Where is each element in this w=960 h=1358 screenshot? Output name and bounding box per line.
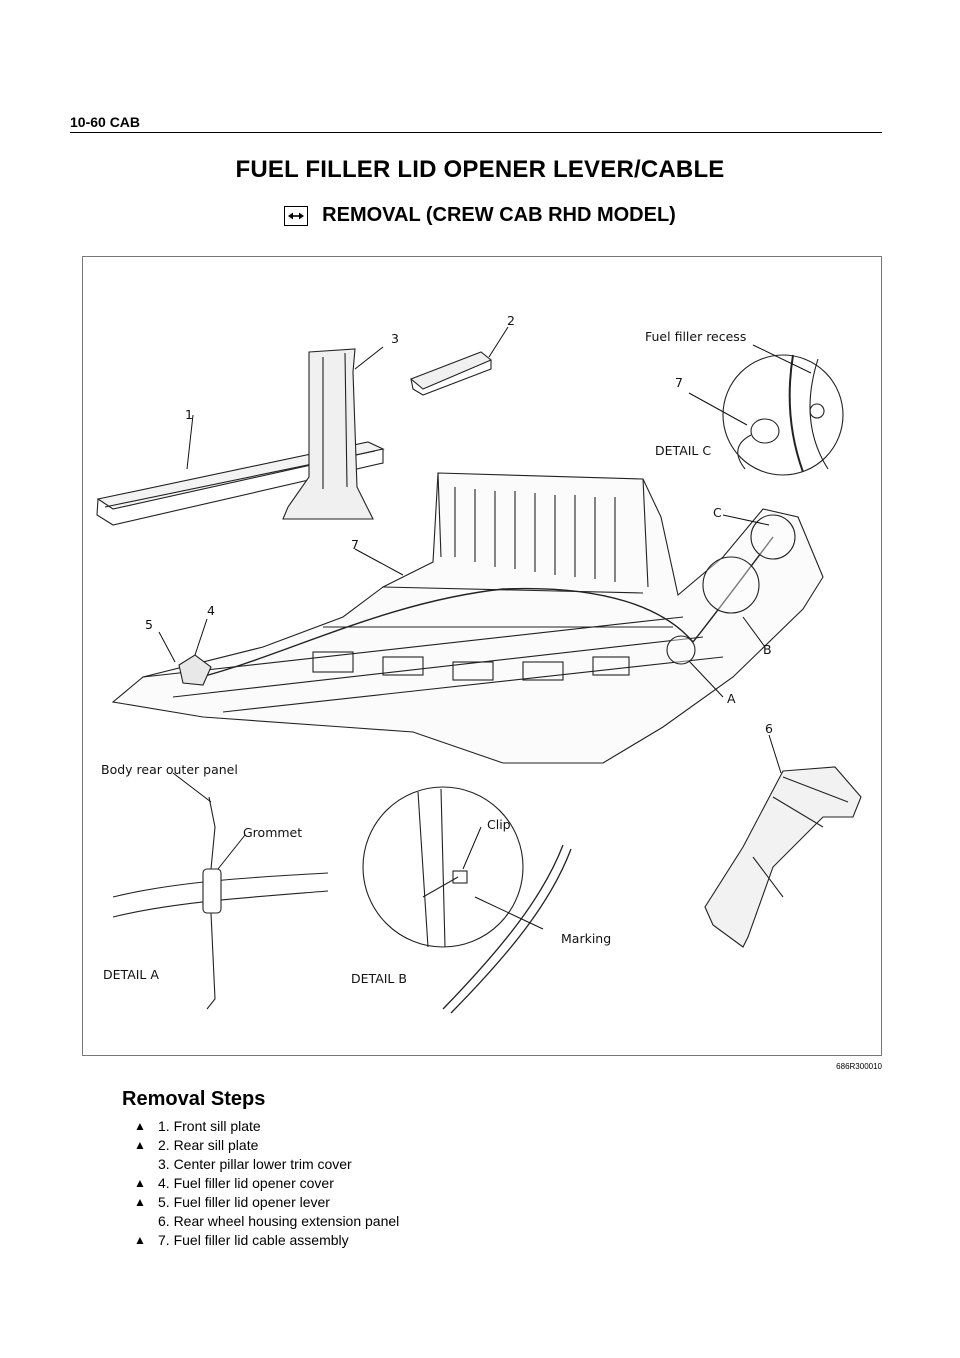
callout-1: 1 bbox=[185, 407, 193, 422]
removal-step: ▲ 4. Fuel filler lid opener cover bbox=[134, 1173, 399, 1192]
section-subtitle: REMOVAL (CREW CAB RHD MODEL) bbox=[322, 204, 676, 226]
page-title: FUEL FILLER LID OPENER LEVER/CABLE bbox=[235, 156, 725, 183]
removal-steps-list: ▲ 1. Front sill plate ▲ 2. Rear sill plate 3… bbox=[134, 1116, 399, 1249]
important-step-marker-icon: ▲ bbox=[134, 1194, 146, 1209]
callout-5: 5 bbox=[145, 617, 153, 632]
removal-step: 3. Center pillar lower trim cover bbox=[134, 1154, 399, 1173]
label-detail-b: DETAIL B bbox=[351, 971, 407, 986]
important-step-marker-icon: ▲ bbox=[134, 1232, 146, 1247]
label-body-rear-outer-panel: Body rear outer panel bbox=[101, 762, 238, 777]
figure-code: 686R300010 bbox=[836, 1062, 882, 1071]
page-header: 10-60 CAB bbox=[70, 114, 141, 130]
important-step-marker-icon: ▲ bbox=[134, 1137, 146, 1152]
callout-2: 2 bbox=[507, 313, 515, 328]
diagram-drawing bbox=[96, 326, 862, 1014]
callout-3: 3 bbox=[391, 331, 399, 346]
label-clip: Clip bbox=[487, 817, 511, 832]
callout-6: 6 bbox=[765, 721, 773, 736]
exploded-view-diagram: 1 2 3 4 5 6 7 7 Fuel filler recess DETAI… bbox=[82, 256, 882, 1056]
removal-step-text: 3. Center pillar lower trim cover bbox=[158, 1155, 352, 1172]
removal-step: ▲ 7. Fuel filler lid cable assembly bbox=[134, 1230, 399, 1249]
callout-4: 4 bbox=[207, 603, 215, 618]
removal-step-text: 7. Fuel filler lid cable assembly bbox=[158, 1231, 349, 1248]
label-detail-c: DETAIL C bbox=[655, 443, 712, 458]
header-rule bbox=[70, 132, 882, 133]
removal-step: 6. Rear wheel housing extension panel bbox=[134, 1211, 399, 1230]
removal-arrows-icon bbox=[284, 205, 309, 226]
label-fuel-filler-recess: Fuel filler recess bbox=[645, 329, 747, 344]
important-step-marker-icon: ▲ bbox=[134, 1175, 146, 1190]
important-step-marker-icon: ▲ bbox=[134, 1118, 146, 1133]
removal-step-text: 2. Rear sill plate bbox=[158, 1136, 259, 1153]
label-grommet: Grommet bbox=[243, 825, 303, 840]
label-a: A bbox=[727, 691, 736, 706]
label-marking: Marking bbox=[561, 931, 612, 946]
callout-7-detail: 7 bbox=[675, 375, 683, 390]
removal-step-text: 4. Fuel filler lid opener cover bbox=[158, 1174, 334, 1191]
removal-step: ▲ 2. Rear sill plate bbox=[134, 1135, 399, 1154]
removal-step-text: 1. Front sill plate bbox=[158, 1117, 261, 1134]
label-c: C bbox=[713, 505, 722, 520]
subtitle-row: REMOVAL (CREW CAB RHD MODEL) bbox=[0, 204, 960, 227]
removal-step: ▲ 1. Front sill plate bbox=[134, 1116, 399, 1135]
label-b: B bbox=[763, 642, 772, 657]
callout-7-cable: 7 bbox=[351, 537, 359, 552]
label-detail-a: DETAIL A bbox=[103, 967, 159, 982]
removal-step: ▲ 5. Fuel filler lid opener lever bbox=[134, 1192, 399, 1211]
removal-step-text: 6. Rear wheel housing extension panel bbox=[158, 1212, 400, 1229]
removal-steps-title: Removal Steps bbox=[122, 1088, 266, 1110]
removal-step-text: 5. Fuel filler lid opener lever bbox=[158, 1193, 330, 1210]
